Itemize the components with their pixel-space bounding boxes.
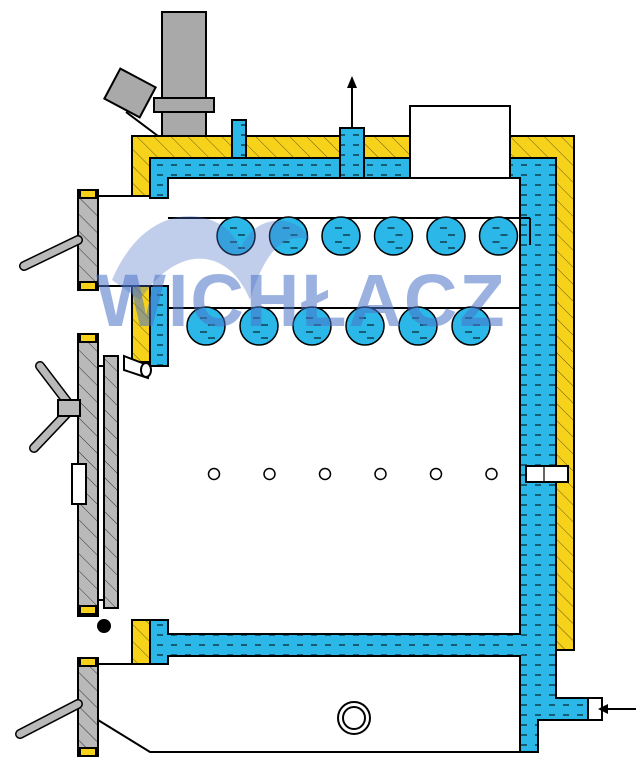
ash-chamber-outline [97, 663, 520, 753]
upper-tube [478, 216, 519, 256]
lower-tube [398, 306, 438, 346]
inspection-port [337, 701, 371, 735]
door-liner [103, 355, 119, 609]
flue-damper [103, 67, 157, 119]
flue-pipe [103, 11, 215, 137]
air-hole [429, 467, 443, 481]
cleaning-box [409, 105, 511, 179]
damper-lever [125, 111, 159, 137]
air-hole [318, 467, 332, 481]
secondary-air-holes [207, 467, 498, 481]
upper-tube [373, 216, 414, 256]
upper-tube-row [216, 216, 519, 256]
vent-nozzle [231, 119, 247, 159]
lower-tube [345, 306, 385, 346]
air-hole [374, 467, 387, 481]
flue-pipe-body [161, 11, 207, 137]
lower-tube [186, 306, 226, 346]
upper-tube [426, 216, 466, 256]
door-latch [71, 463, 87, 505]
lower-tube [292, 306, 332, 346]
insulation-top-middle [245, 135, 341, 159]
upper-tube [321, 216, 361, 256]
insulation-jacket [131, 135, 575, 665]
left-arrow-icon [598, 704, 636, 714]
watermark-text: WICHŁACZ [96, 259, 507, 342]
lower-tube [239, 306, 279, 346]
water-jacket [149, 119, 603, 753]
upper-tube [268, 216, 309, 256]
watermark-swoosh [112, 216, 310, 300]
ash-door [15, 657, 99, 757]
water-outlet-stub [339, 127, 365, 179]
flue-collar [153, 97, 215, 113]
water-jacket-top [149, 157, 411, 199]
up-arrow-icon [347, 76, 357, 128]
fuel-loading-door [29, 333, 152, 633]
secondary-air-nozzle [525, 465, 569, 483]
watermark-logo: WICHŁACZ [96, 216, 507, 342]
insulation-bottom-left [131, 619, 151, 665]
upper-tube [216, 216, 256, 256]
upper-cleaning-door [19, 189, 99, 291]
door-handle-star [29, 361, 81, 453]
lower-tube-row [186, 306, 491, 346]
lower-tube [451, 306, 491, 346]
air-hole [207, 467, 221, 481]
air-hole [485, 467, 498, 481]
upper-door-opening [98, 195, 132, 287]
insulation-top-right-of-outlet [363, 135, 411, 159]
door-hinge [97, 619, 111, 633]
air-hole [263, 467, 276, 481]
